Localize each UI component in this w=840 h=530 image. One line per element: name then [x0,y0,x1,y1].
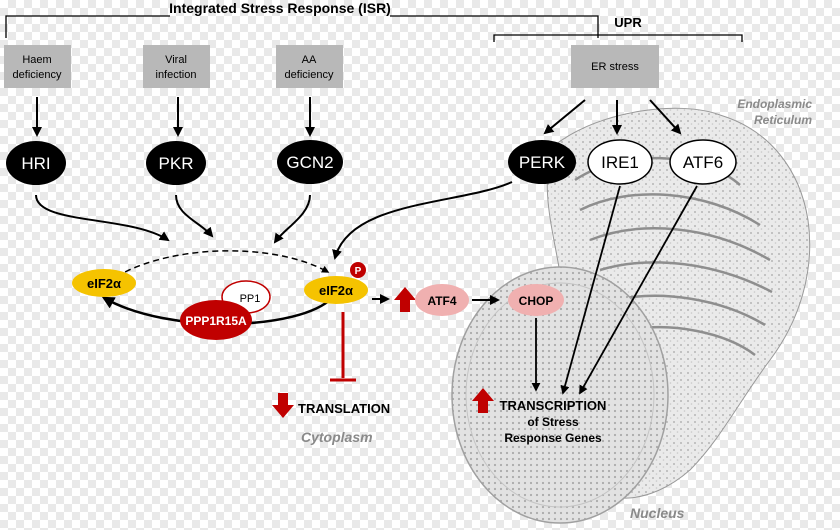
upr-bracket [493,34,743,42]
isr-bracket [5,15,599,38]
svg-text:P: P [355,266,362,277]
svg-text:TRANSCRIPTION: TRANSCRIPTION [500,398,607,413]
factor-atf4: ATF4 [415,284,469,316]
isr-title: Integrated Stress Response (ISR) [169,0,391,16]
svg-text:HRI: HRI [21,154,50,173]
transcription-arrows [531,185,698,395]
svg-text:deficiency: deficiency [285,69,334,81]
stress-box-viral: Viral infection [143,45,210,88]
eif2a-right: eIF2α [304,276,368,304]
svg-text:eIF2α: eIF2α [319,283,353,298]
svg-text:of Stress: of Stress [527,415,579,429]
nucleus-label: Nucleus [630,505,685,521]
eif2a-left: eIF2α [72,269,136,297]
svg-text:CHOP: CHOP [519,294,554,308]
down-arrow-icon [272,393,294,418]
svg-text:Endoplasmic: Endoplasmic [737,97,812,111]
svg-text:deficiency: deficiency [13,69,62,81]
kinase-perk: PERK [508,140,576,184]
sensor-ire1: IRE1 [587,139,653,185]
kinase-pkr: PKR [146,141,206,185]
svg-text:Reticulum: Reticulum [754,113,812,127]
svg-text:IRE1: IRE1 [601,153,639,172]
svg-text:eIF2α: eIF2α [87,276,121,291]
up-arrow-icon [472,388,494,413]
stress-box-haem: Haem deficiency [4,45,71,88]
upr-title: UPR [614,15,642,30]
sensor-atf6: ATF6 [669,139,737,185]
nucleus-shape [451,266,669,524]
up-arrow-icon [394,287,416,312]
svg-text:PKR: PKR [159,154,194,173]
svg-text:ER stress: ER stress [591,61,639,73]
svg-text:ATF4: ATF4 [427,294,456,308]
kinase-gcn2: GCN2 [277,140,343,184]
stress-arrows [32,97,682,137]
svg-text:Response Genes: Response Genes [504,431,602,445]
translation-label: TRANSLATION [298,401,390,416]
svg-text:PP1: PP1 [240,293,261,305]
cycle-dashed-arc [107,250,330,283]
svg-text:GCN2: GCN2 [286,153,333,172]
er-label: Endoplasmic Reticulum [737,97,812,127]
svg-text:PERK: PERK [519,153,566,172]
transcription-label: TRANSCRIPTION of Stress Response Genes [500,398,607,445]
phospho-badge: P [350,262,366,278]
factor-chop: CHOP [508,284,564,316]
kinase-hri: HRI [6,141,66,185]
stress-box-aa: AA deficiency [276,45,343,88]
svg-text:ATF6: ATF6 [683,153,723,172]
svg-text:AA: AA [302,54,317,66]
svg-text:PPP1R15A: PPP1R15A [185,314,247,328]
pp1-complex: PP1 PPP1R15A [180,280,271,340]
svg-text:Haem: Haem [22,54,51,66]
svg-text:Viral: Viral [165,54,187,66]
svg-text:infection: infection [156,69,197,81]
translation-inhibition [330,312,356,382]
kinase-arrows [35,181,513,260]
cytoplasm-label: Cytoplasm [301,429,373,445]
stress-box-er: ER stress [571,45,659,88]
